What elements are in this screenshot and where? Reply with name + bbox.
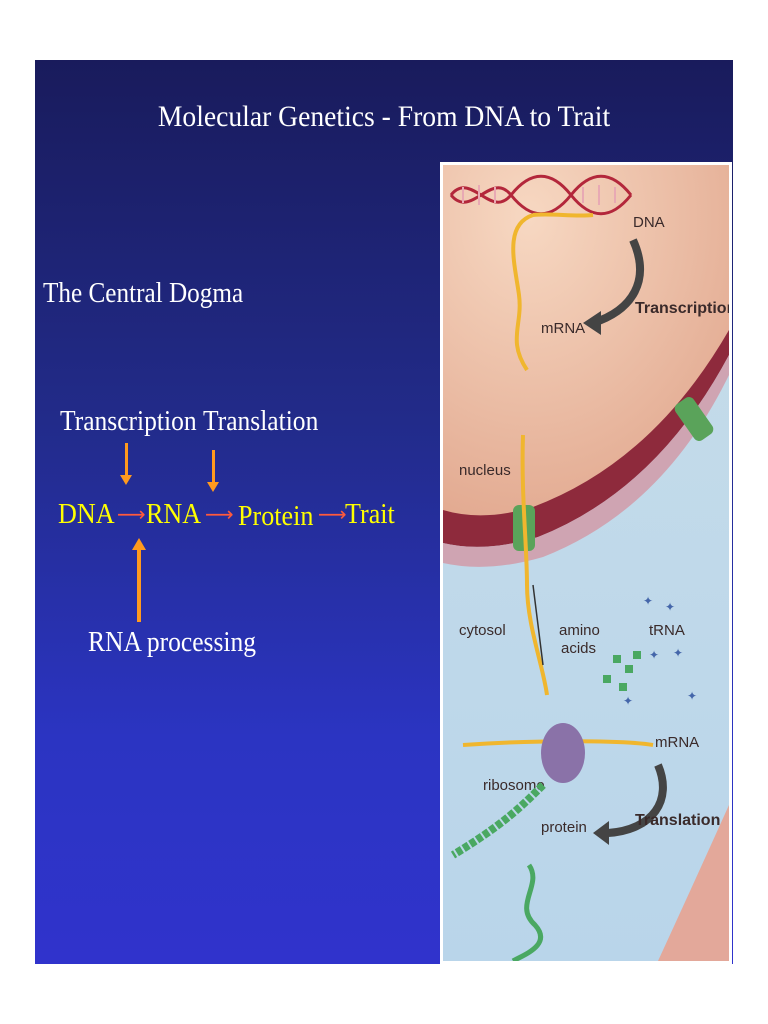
protein-chain xyxy=(450,782,546,859)
fig-trna-label: tRNA xyxy=(649,622,685,639)
cell-illustration: DNA Transcription mRNA nucleus cytosol a… xyxy=(443,165,729,961)
central-dogma-figure: DNA Transcription mRNA nucleus cytosol a… xyxy=(440,162,732,964)
nuclear-envelope xyxy=(443,330,729,547)
slide: Molecular Genetics - From DNA to Trait T… xyxy=(35,60,733,964)
processing-arrow-head xyxy=(132,538,146,550)
svg-text:✦: ✦ xyxy=(687,689,697,703)
fig-protein-label: protein xyxy=(541,819,587,836)
fig-ribosome-label: ribosome xyxy=(483,777,545,794)
arrow-dna-rna: ⟶ xyxy=(117,502,146,526)
transcription-label: Transcription xyxy=(60,405,197,437)
cell-membrane xyxy=(658,805,729,961)
svg-text:✦: ✦ xyxy=(623,694,633,708)
svg-text:✦: ✦ xyxy=(665,600,675,614)
transcription-arrow xyxy=(591,238,644,327)
protein-fold xyxy=(511,863,544,961)
arrow-protein-trait: ⟶ xyxy=(318,502,347,526)
fig-cytosol-label: cytosol xyxy=(459,622,506,639)
amino-acids xyxy=(603,651,641,691)
fig-nucleus-label: nucleus xyxy=(459,462,511,479)
fig-amino-label: amino xyxy=(559,622,600,639)
translation-arrow-shaft xyxy=(212,450,215,482)
transcription-arrow-shaft xyxy=(125,443,128,475)
trna-molecules: ✦ ✦ ✦ ✦ ✦ ✦ xyxy=(623,594,697,708)
fig-transcription-label: Transcription xyxy=(635,300,729,317)
fig-acids-label: acids xyxy=(561,640,596,657)
mrna-export-strand xyxy=(520,434,549,696)
rna-label: RNA xyxy=(146,498,202,530)
svg-text:✦: ✦ xyxy=(643,594,653,608)
translation-arrow-head xyxy=(207,482,219,492)
translation-label: Translation xyxy=(203,405,319,437)
ribosome-shape xyxy=(541,723,585,783)
fig-mrna-bottom-label: mRNA xyxy=(655,734,699,751)
svg-text:✦: ✦ xyxy=(673,646,683,660)
fig-translation-label: Translation xyxy=(635,812,720,829)
slide-title: Molecular Genetics - From DNA to Trait xyxy=(157,100,611,133)
rna-processing-label: RNA processing xyxy=(88,626,257,658)
fig-dna-label: DNA xyxy=(633,214,665,231)
translation-arrow xyxy=(607,763,667,837)
mrna-strand xyxy=(511,213,534,372)
transcription-arrow-head xyxy=(120,475,132,485)
protein-label: Protein xyxy=(238,500,314,532)
processing-arrow-shaft xyxy=(137,550,141,622)
trait-label: Trait xyxy=(345,498,395,530)
dna-label: DNA xyxy=(58,498,115,530)
arrow-rna-protein: ⟶ xyxy=(205,502,234,526)
svg-text:✦: ✦ xyxy=(649,648,659,662)
nuclear-pore xyxy=(674,397,714,441)
slide-subtitle: The Central Dogma xyxy=(43,278,244,309)
fig-mrna-top-label: mRNA xyxy=(541,320,585,337)
